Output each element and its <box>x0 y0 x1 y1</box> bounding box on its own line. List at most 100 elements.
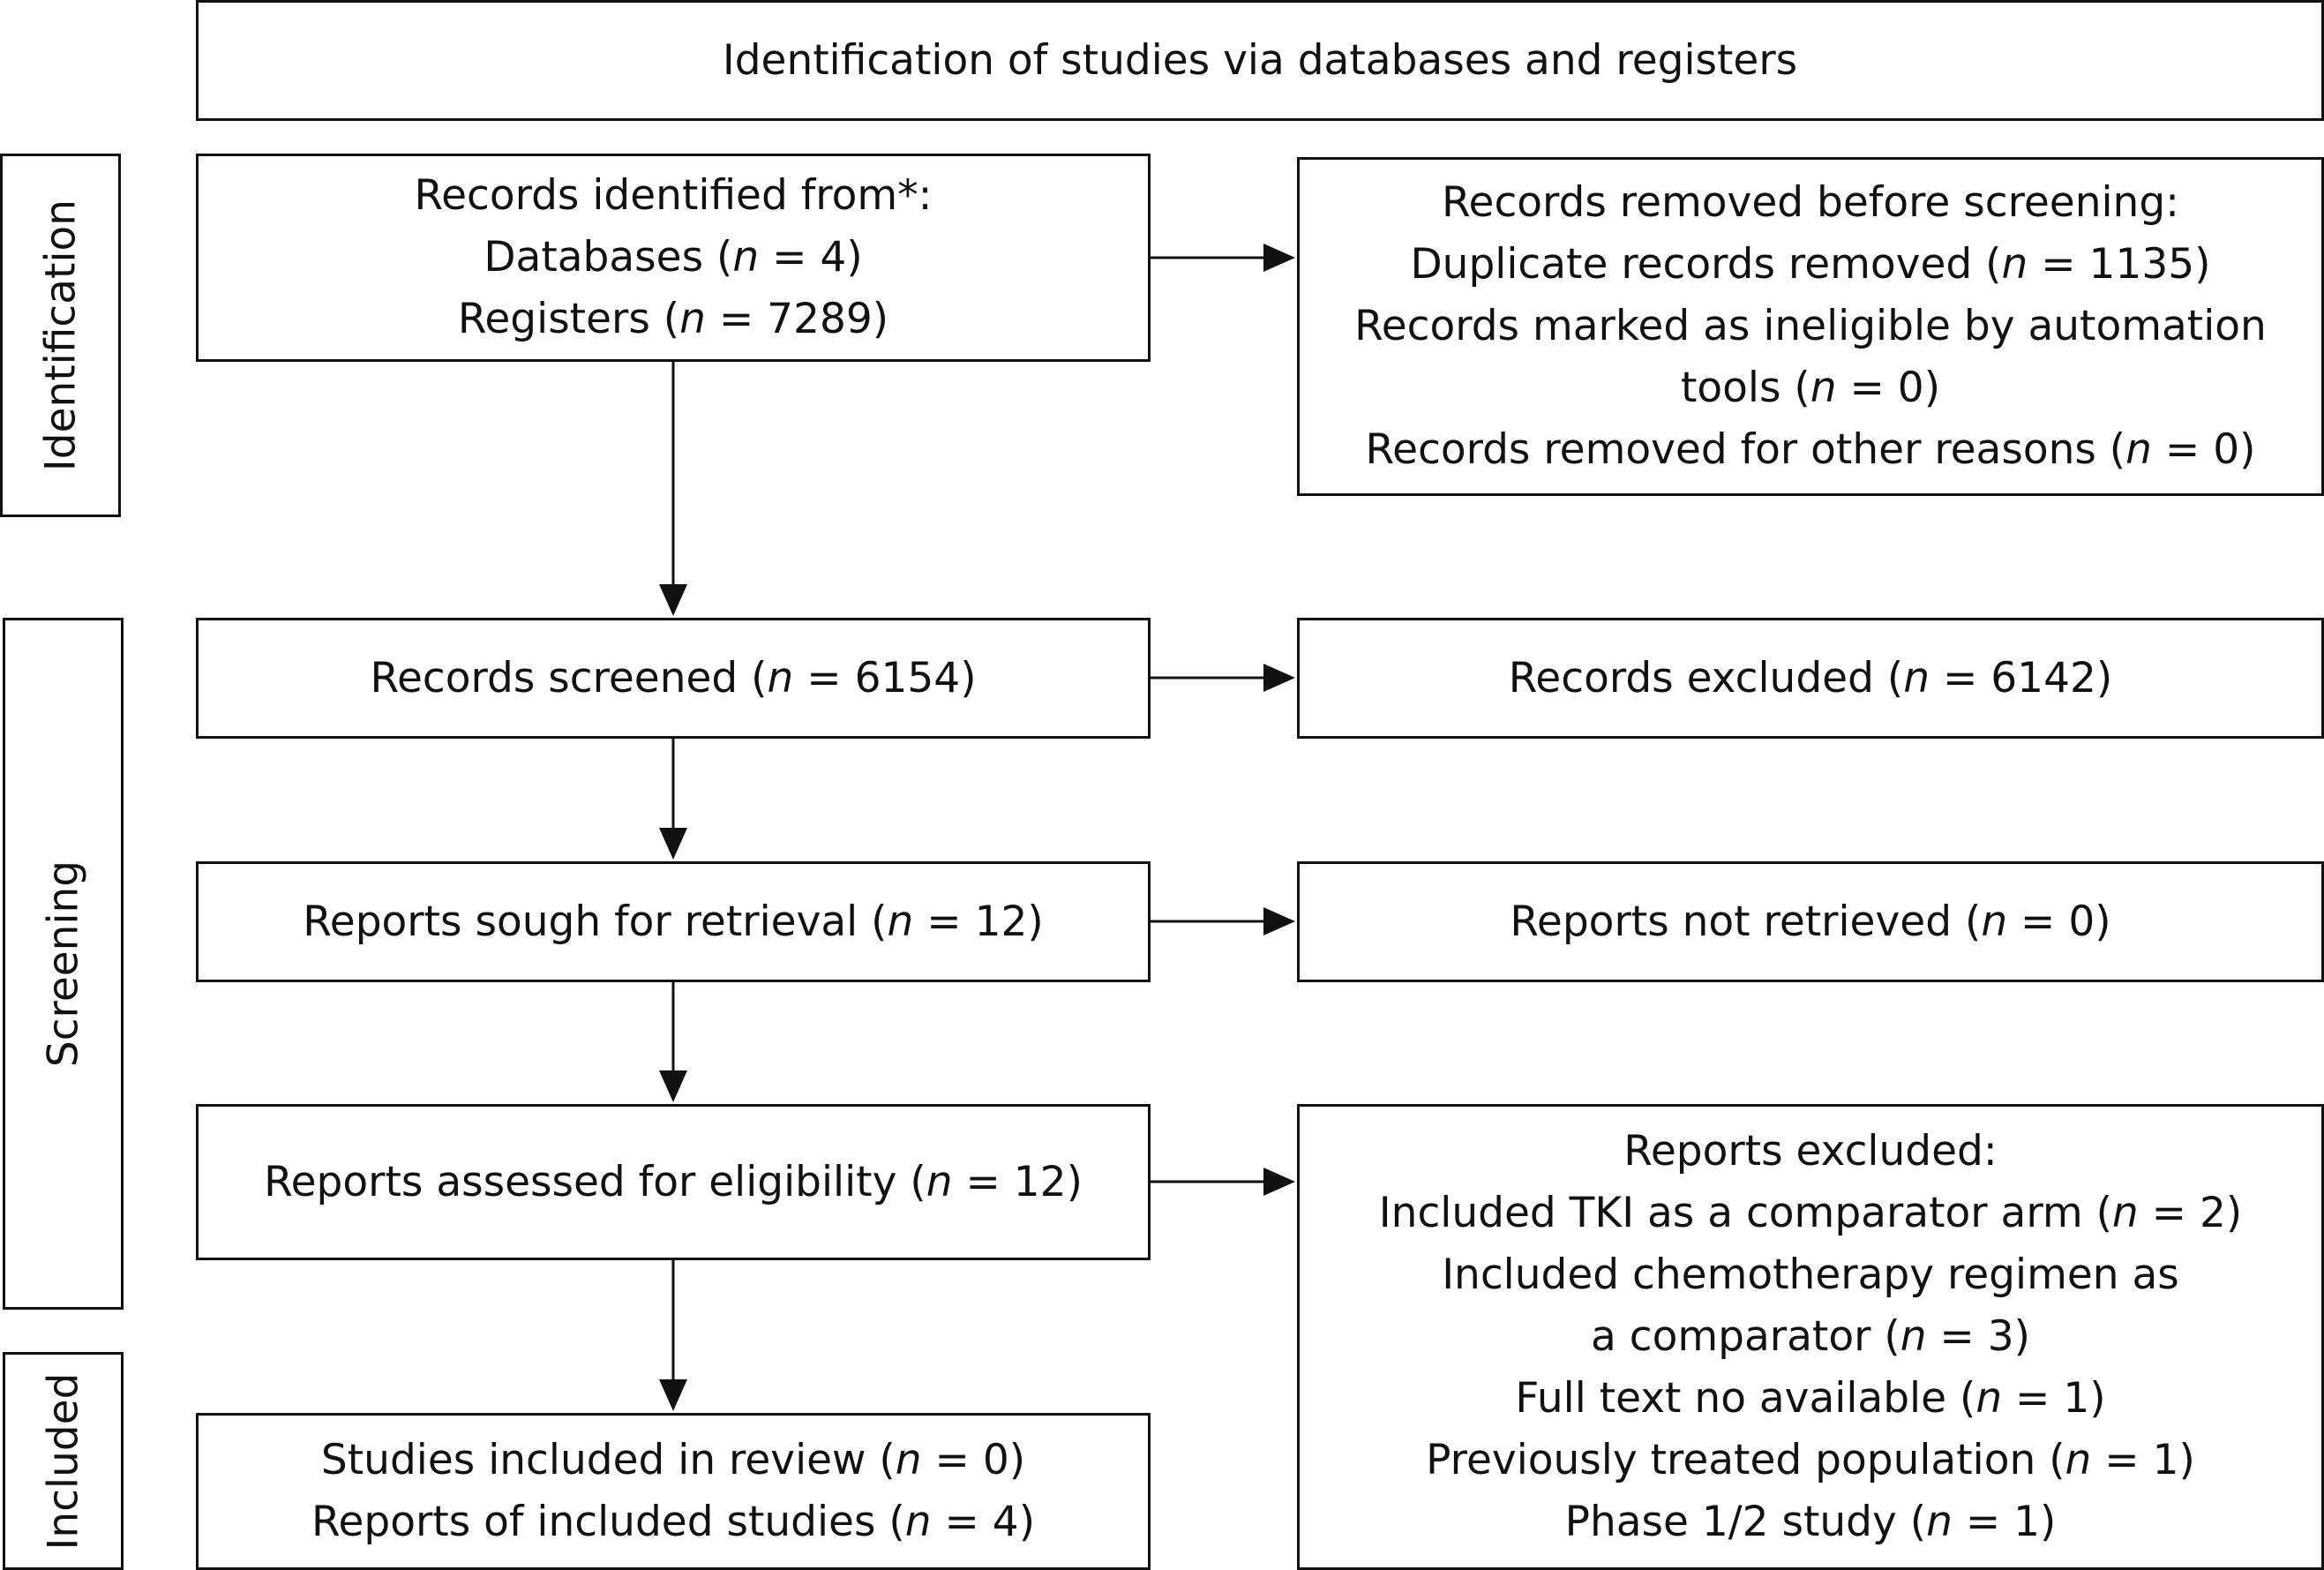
studies-included-box-line-2: Reports of included studies (n = 4) <box>311 1491 1035 1553</box>
line-text: = 0) <box>1836 364 1941 412</box>
records-removed-box-line-5: Records removed for other reasons (n = 0… <box>1366 419 2256 481</box>
line-text: = 12) <box>913 897 1044 946</box>
line-text: = 1135) <box>2028 240 2211 289</box>
n-symbol: n <box>2001 240 2028 289</box>
arrowhead-identified-to-screened <box>659 584 687 616</box>
line-text: Previously treated population ( <box>1426 1436 2065 1484</box>
line-text: = 4) <box>931 1498 1036 1546</box>
line-text: = 12) <box>952 1157 1083 1206</box>
n-symbol: n <box>887 897 914 946</box>
records-identified-box: Records identified from*:Databases (n = … <box>196 154 1151 362</box>
line-text: Records removed before screening: <box>1441 178 2180 227</box>
line-text: Included TKI as a comparator arm ( <box>1378 1189 2112 1237</box>
line-text: = 1) <box>1952 1498 2057 1546</box>
line-text: Reports not retrieved ( <box>1510 897 1982 946</box>
records-removed-box: Records removed before screening: Duplica… <box>1297 157 2324 496</box>
reports-excluded-box-line-1: Reports excluded: <box>1623 1121 1997 1183</box>
n-symbol: n <box>1926 1498 1953 1546</box>
reports-assessed-box-line-1: Reports assessed for eligibility (n = 12… <box>264 1152 1083 1213</box>
reports-assessed-box: Reports assessed for eligibility (n = 12… <box>196 1104 1151 1260</box>
arrowhead-sought-to-assessed <box>659 1070 687 1102</box>
phase-screening: Screening <box>3 618 124 1310</box>
n-symbol: n <box>2065 1436 2092 1484</box>
reports-not-retrieved-box-line-1: Reports not retrieved (n = 0) <box>1510 891 2110 953</box>
line-text: = 1) <box>2002 1374 2106 1423</box>
records-identified-box-line-2: Databases (n = 4) <box>484 227 862 289</box>
reports-not-retrieved-box: Reports not retrieved (n = 0) <box>1297 861 2324 982</box>
line-text: = 6142) <box>1930 653 2113 702</box>
line-text: Phase 1/2 study ( <box>1564 1498 1927 1546</box>
line-text: Records marked as ineligible by automati… <box>1354 302 2267 350</box>
header-title: Identification of studies via databases … <box>722 35 1798 85</box>
reports-excluded-box-line-3: Included chemotherapy regimen as <box>1442 1244 2179 1306</box>
line-text: tools ( <box>1680 364 1810 412</box>
line-text: = 4) <box>759 233 863 282</box>
phase-identification: Identification <box>0 154 121 517</box>
records-excluded-box-line-1: Records excluded (n = 6142) <box>1509 648 2112 710</box>
records-screened-box-line-1: Records screened (n = 6154) <box>370 648 976 710</box>
records-excluded-box: Records excluded (n = 6142) <box>1297 618 2324 739</box>
records-removed-box-line-1: Records removed before screening: <box>1442 172 2179 234</box>
line-text: Records excluded ( <box>1508 653 1904 702</box>
line-text: Records screened ( <box>370 653 768 702</box>
arrowhead-screened-to-sought <box>659 828 687 860</box>
line-text: Studies included in review ( <box>320 1436 896 1484</box>
n-symbol: n <box>1900 1312 1927 1361</box>
line-text: Full text no available ( <box>1515 1374 1976 1423</box>
reports-sought-box: Reports sough for retrieval (n = 12) <box>196 861 1151 982</box>
reports-excluded-box-line-6: Previously treated population (n = 1) <box>1426 1430 2195 1491</box>
records-removed-box-line-2: Duplicate records removed (n = 1135) <box>1410 234 2210 296</box>
line-text: = 6154) <box>793 653 977 702</box>
reports-sought-box-line-1: Reports sough for retrieval (n = 12) <box>303 891 1043 953</box>
n-symbol: n <box>1975 1374 2003 1423</box>
line-text: = 0) <box>921 1436 1026 1484</box>
records-screened-box: Records screened (n = 6154) <box>196 618 1151 739</box>
n-symbol: n <box>2111 1189 2139 1237</box>
line-text: = 2) <box>2138 1189 2243 1237</box>
n-symbol: n <box>926 1157 953 1206</box>
line-text: Reports assessed for eligibility ( <box>264 1157 926 1206</box>
n-symbol: n <box>679 295 706 343</box>
line-text: Records identified from*: <box>414 171 933 220</box>
line-text: Records removed for other reasons ( <box>1365 425 2126 474</box>
reports-excluded-box-line-2: Included TKI as a comparator arm (n = 2) <box>1379 1183 2242 1244</box>
line-text: = 1) <box>2091 1436 2195 1484</box>
line-text: = 0) <box>2007 897 2111 946</box>
header-box: Identification of studies via databases … <box>196 0 2324 121</box>
records-removed-box-line-4: tools (n = 0) <box>1681 357 1940 419</box>
reports-excluded-box: Reports excluded: Included TKI as a compa… <box>1297 1104 2324 1570</box>
records-identified-box-line-1: Records identified from*: <box>415 165 933 227</box>
n-symbol: n <box>904 1498 932 1546</box>
line-text: Reports of included studies ( <box>311 1498 905 1546</box>
reports-excluded-box-line-4: a comparator (n = 3) <box>1591 1306 2030 1368</box>
studies-included-box-line-1: Studies included in review (n = 0) <box>321 1430 1025 1491</box>
reports-excluded-box-line-7: Phase 1/2 study (n = 1) <box>1565 1491 2057 1553</box>
n-symbol: n <box>1810 364 1837 412</box>
n-symbol: n <box>767 653 794 702</box>
records-identified-box-line-3: Registers (n = 7289) <box>458 289 888 350</box>
records-removed-box-line-3: Records marked as ineligible by automati… <box>1354 296 2267 357</box>
n-symbol: n <box>732 233 760 282</box>
line-text: Databases ( <box>484 233 733 282</box>
line-text: = 7289) <box>705 295 889 343</box>
arrowhead-sought-to-not-retrieved <box>1263 907 1295 935</box>
arrowhead-assessed-to-excluded <box>1263 1168 1295 1196</box>
reports-excluded-box-line-5: Full text no available (n = 1) <box>1515 1368 2105 1430</box>
studies-included-box: Studies included in review (n = 0)Report… <box>196 1413 1151 1570</box>
line-text: = 3) <box>1926 1312 2030 1361</box>
n-symbol: n <box>2125 425 2152 474</box>
line-text: Reports excluded: <box>1623 1127 1998 1176</box>
n-symbol: n <box>895 1436 922 1484</box>
arrowhead-assessed-to-included <box>659 1379 687 1411</box>
line-text: Duplicate records removed ( <box>1410 240 2002 289</box>
n-symbol: n <box>1903 653 1930 702</box>
line-text: Reports sough for retrieval ( <box>303 897 888 946</box>
line-text: Included chemotherapy regimen as <box>1442 1251 2179 1299</box>
arrowhead-identified-to-removed <box>1263 244 1295 272</box>
line-text: Registers ( <box>457 295 680 343</box>
phase-included: Included <box>3 1352 124 1570</box>
arrowhead-screened-to-excluded <box>1263 664 1295 692</box>
line-text: = 0) <box>2151 425 2256 474</box>
line-text: a comparator ( <box>1591 1312 1900 1361</box>
